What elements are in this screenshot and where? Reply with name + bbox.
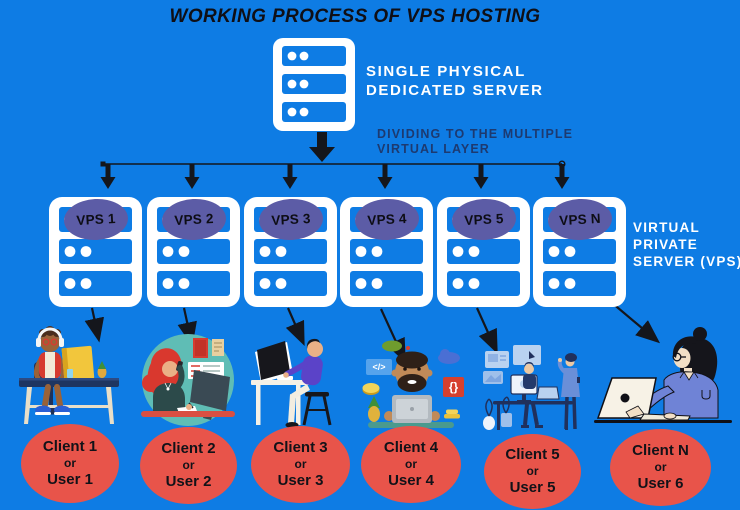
client-n-line1: Client N <box>632 442 689 459</box>
down-arrow-icon <box>309 132 335 162</box>
client-1-badge: Client 1 or User 1 <box>21 424 119 503</box>
vps-2-label: VPS 2 <box>173 210 214 229</box>
client-2-badge: Client 2 or User 2 <box>140 427 237 504</box>
client-3-illustration <box>251 338 332 428</box>
client-1-line3: User 1 <box>47 471 93 488</box>
client-3-line3: User 3 <box>277 472 324 489</box>
dedicated-server-icon <box>273 38 355 131</box>
vps-card-3: VPS 3 <box>244 197 337 307</box>
single-server-label: SINGLE PHYSICAL DEDICATED SERVER <box>366 62 544 100</box>
client-3-badge: Client 3 or User 3 <box>251 426 350 503</box>
dividing-label: DIVIDING TO THE MULTIPLE VIRTUAL LAYER <box>377 127 573 157</box>
client-2-line3: User 2 <box>165 473 212 490</box>
client-3-line2: or <box>294 457 307 471</box>
code-tag-icon: </> <box>372 362 385 372</box>
glasses-icon <box>672 352 682 362</box>
client-1-line2: or <box>64 456 76 470</box>
client-n-illustration <box>594 327 732 423</box>
code-braces-icon: {} <box>449 380 459 394</box>
vps-group-label-line3: SERVER (VPS) <box>633 254 740 269</box>
client-5-line2: or <box>526 464 539 478</box>
dividing-label-line1: DIVIDING TO THE MULTIPLE <box>377 127 574 141</box>
client-2-line1: Client 2 <box>161 440 216 457</box>
client-4-badge: Client 4 or User 4 <box>361 426 461 503</box>
client-4-line3: User 4 <box>388 472 434 489</box>
server-to-client-arrows <box>84 285 661 363</box>
client-1-line1: Client 1 <box>42 438 98 455</box>
client-4-illustration: </> {} <box>362 340 464 428</box>
splitter-left-cap <box>100 161 106 167</box>
vps-1-label: VPS 1 <box>75 210 116 229</box>
vps-3-label: VPS 3 <box>270 210 311 229</box>
client-5-line1: Client 5 <box>505 446 560 463</box>
drop-arrow-icons <box>100 164 570 189</box>
vps-group-label-line1: VIRTUAL <box>633 220 700 235</box>
vps-card-2: VPS 2 <box>147 197 240 307</box>
dividing-label-line2: VIRTUAL LAYER <box>377 142 490 156</box>
client-n-line2: or <box>654 460 667 474</box>
vps-card-n: VPS N <box>533 197 626 307</box>
vps-group-label: VIRTUAL PRIVATE SERVER (VPS) <box>633 219 740 270</box>
client-1-illustration <box>19 326 119 424</box>
client-2-illustration <box>141 334 235 426</box>
client-5-badge: Client 5 or User 5 <box>484 434 581 509</box>
client-4-line2: or <box>405 457 417 471</box>
vps-4-label: VPS 4 <box>366 210 407 229</box>
single-server-label-line1: SINGLE PHYSICAL <box>366 63 526 80</box>
single-server-label-line2: DEDICATED SERVER <box>366 82 544 99</box>
vps-group-label-line2: PRIVATE <box>633 237 698 252</box>
client-4-line1: Client 4 <box>383 439 439 456</box>
client-n-line3: User 6 <box>637 475 684 492</box>
vps-card-5: VPS 5 <box>437 197 530 307</box>
client-2-line2: or <box>182 458 195 472</box>
vps-n-label: VPS N <box>558 210 601 229</box>
client-n-badge: Client N or User 6 <box>610 429 711 506</box>
client-5-illustration <box>483 345 580 430</box>
vps-card-1: VPS 1 <box>49 197 142 307</box>
client-3-line1: Client 3 <box>273 439 328 456</box>
page-title: WORKING PROCESS OF VPS HOSTING <box>169 6 541 27</box>
vps-card-4: VPS 4 <box>340 197 433 307</box>
client-5-line3: User 5 <box>509 479 556 496</box>
vps-5-label: VPS 5 <box>463 210 504 229</box>
headphones-icon <box>37 327 63 341</box>
